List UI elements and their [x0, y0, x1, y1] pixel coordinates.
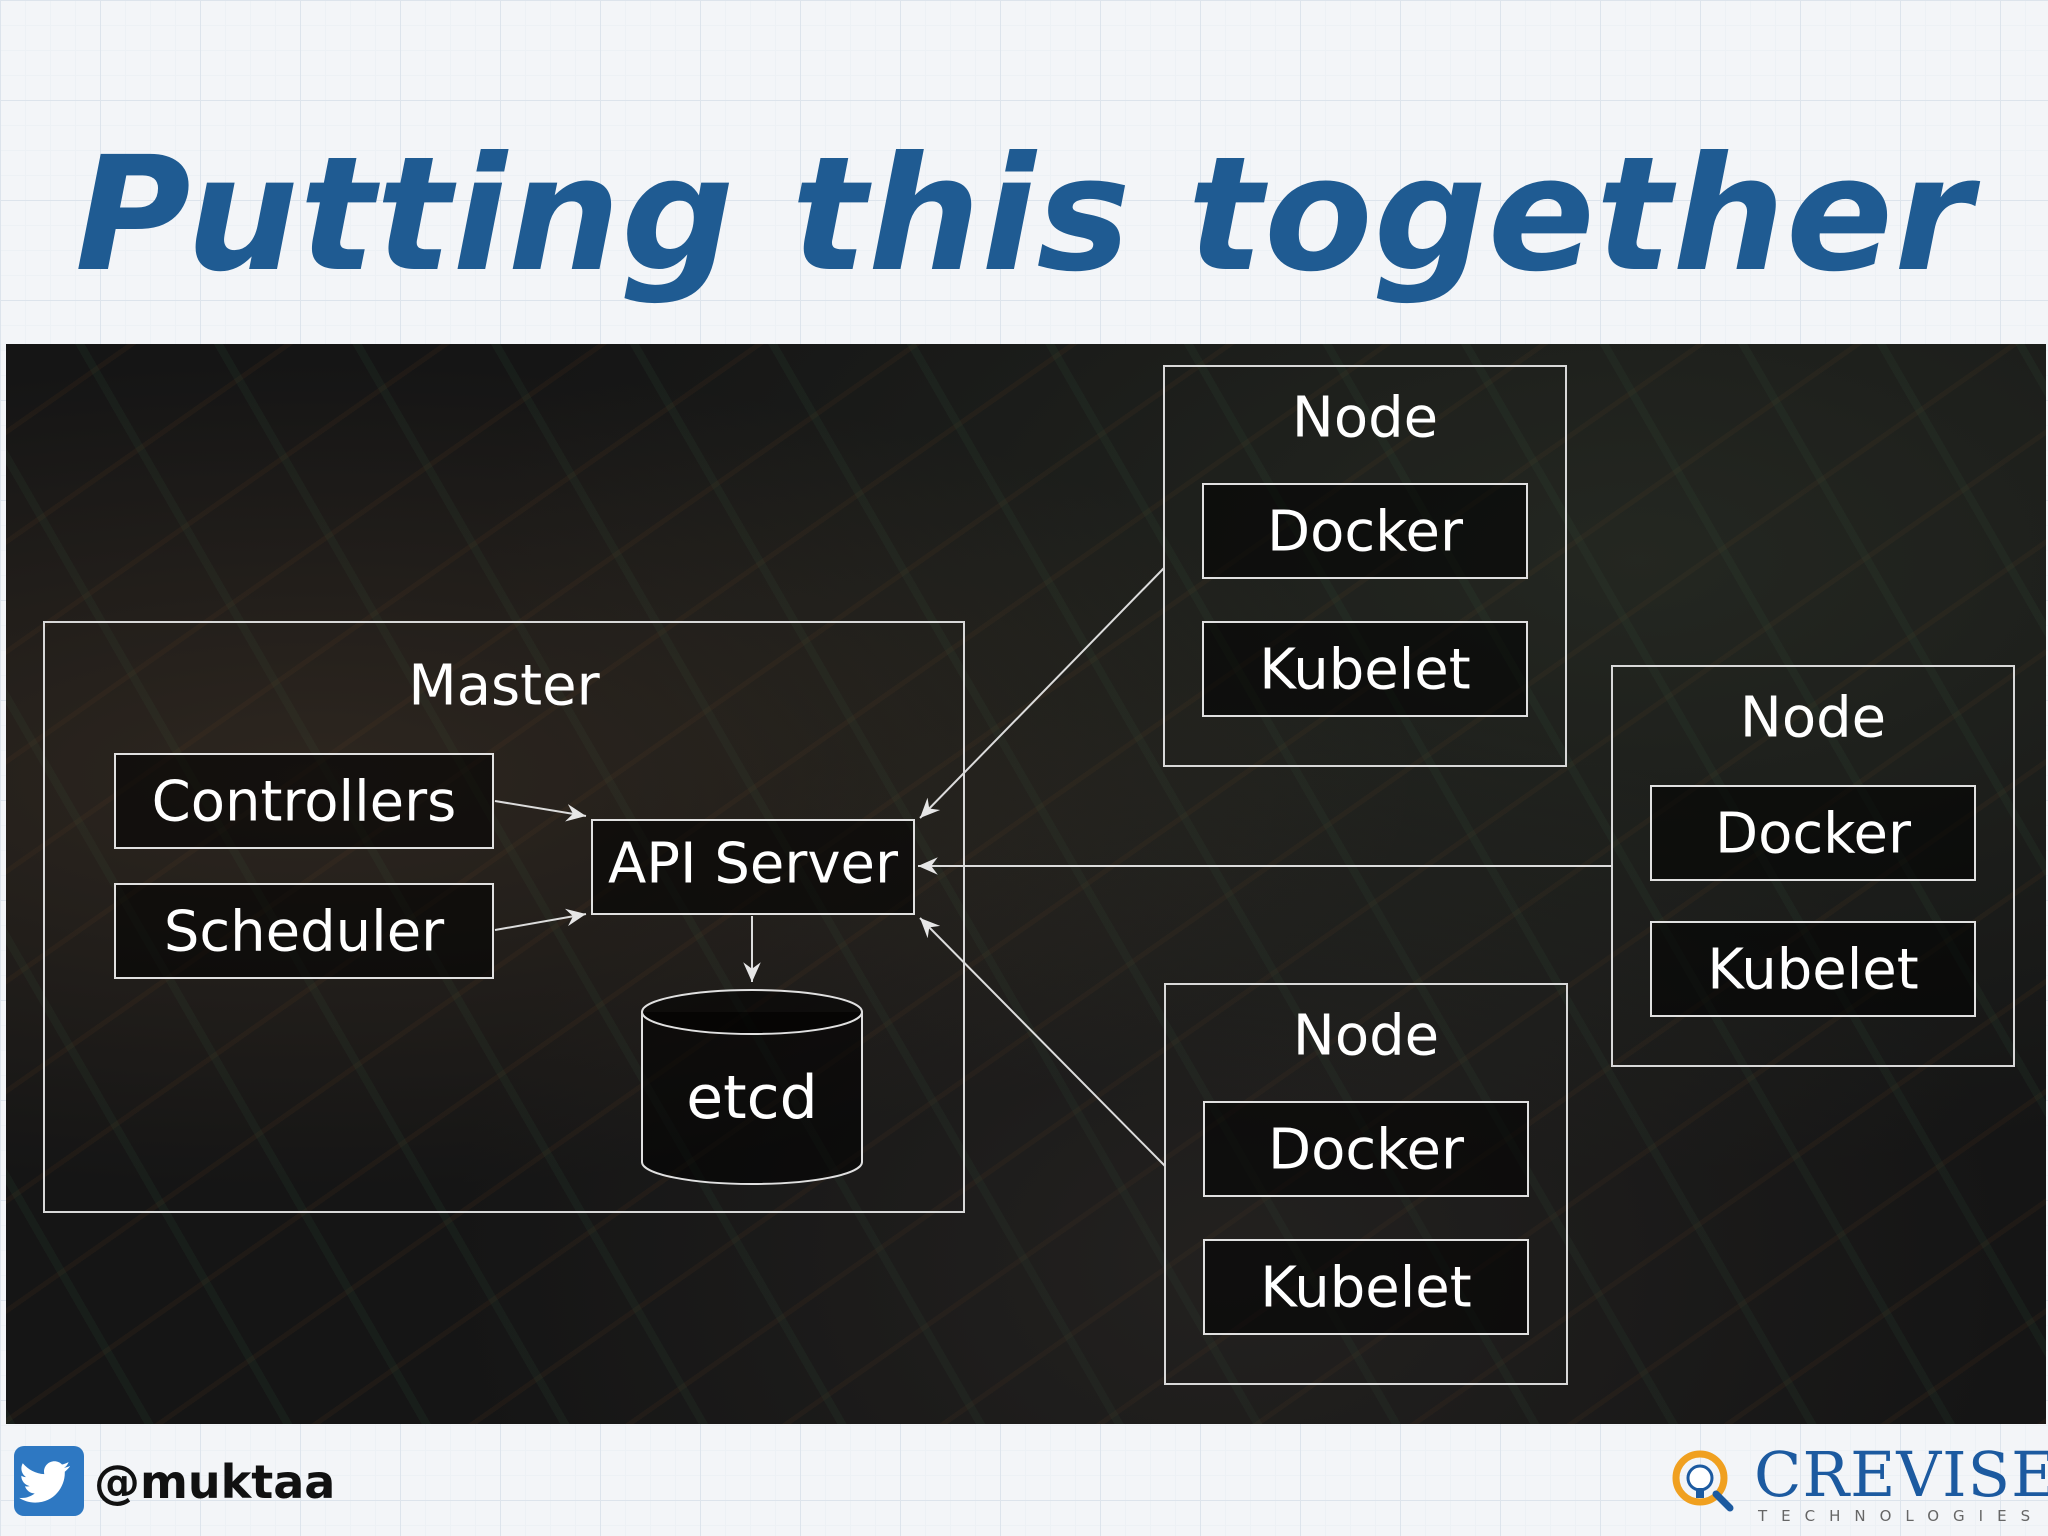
crevise-bulb-icon: [1672, 1450, 1734, 1512]
node-bottom-docker-box: [1203, 1101, 1529, 1197]
node-top-docker-box: [1202, 483, 1528, 579]
controllers-box: [114, 753, 494, 849]
node-bottom-box: [1164, 983, 1568, 1385]
node-bottom-label: Node: [1293, 1004, 1439, 1069]
scheduler-box: [114, 883, 494, 979]
node-bottom-kubelet-box: [1203, 1239, 1529, 1335]
node-right-kubelet-box: [1650, 921, 1976, 1017]
scheduler-to-api-arrow: [494, 908, 587, 931]
diagram-canvas: Master Controllers Scheduler API Server …: [43, 365, 2015, 1385]
brand-subtitle: TECHNOLOGIES: [1758, 1507, 2045, 1525]
node-top-kubelet-label: Kubelet: [1259, 638, 1470, 703]
master-box: [43, 621, 965, 1213]
api-server-label: API Server: [608, 832, 899, 897]
api-server-box: [591, 819, 915, 915]
node-right-docker-label: Docker: [1715, 802, 1912, 867]
twitter-bird-icon: [14, 1446, 84, 1516]
node-right-kubelet-label: Kubelet: [1707, 938, 1918, 1003]
node-right-docker-box: [1650, 785, 1976, 881]
etcd-label: etcd: [686, 1063, 818, 1133]
node-bottom-docker-label: Docker: [1268, 1118, 1465, 1183]
node-top-kubelet-box: [1202, 621, 1528, 717]
slide-title: Putting this together: [74, 123, 1974, 307]
brand-name: CREVISE: [1754, 1438, 2048, 1511]
master-label: Master: [408, 654, 600, 719]
twitter-handle: @muktaa: [94, 1455, 336, 1509]
controllers-label: Controllers: [152, 770, 457, 835]
architecture-diagram: Master Controllers Scheduler API Server …: [6, 344, 2046, 1424]
node-top-docker-label: Docker: [1267, 500, 1464, 565]
scheduler-label: Scheduler: [164, 900, 445, 965]
etcd-cylinder: [641, 989, 863, 1185]
node-top-label: Node: [1292, 386, 1438, 451]
node-top-to-api-arrow: [919, 567, 1165, 819]
node-right-label: Node: [1740, 686, 1886, 751]
node-bottom-kubelet-label: Kubelet: [1260, 1256, 1471, 1321]
node-bottom-to-api-arrow: [919, 917, 1166, 1167]
node-top-box: [1163, 365, 1567, 767]
controllers-to-api-arrow: [494, 800, 587, 822]
crevise-logo: CREVISE TECHNOLOGIES: [1670, 1440, 2048, 1530]
